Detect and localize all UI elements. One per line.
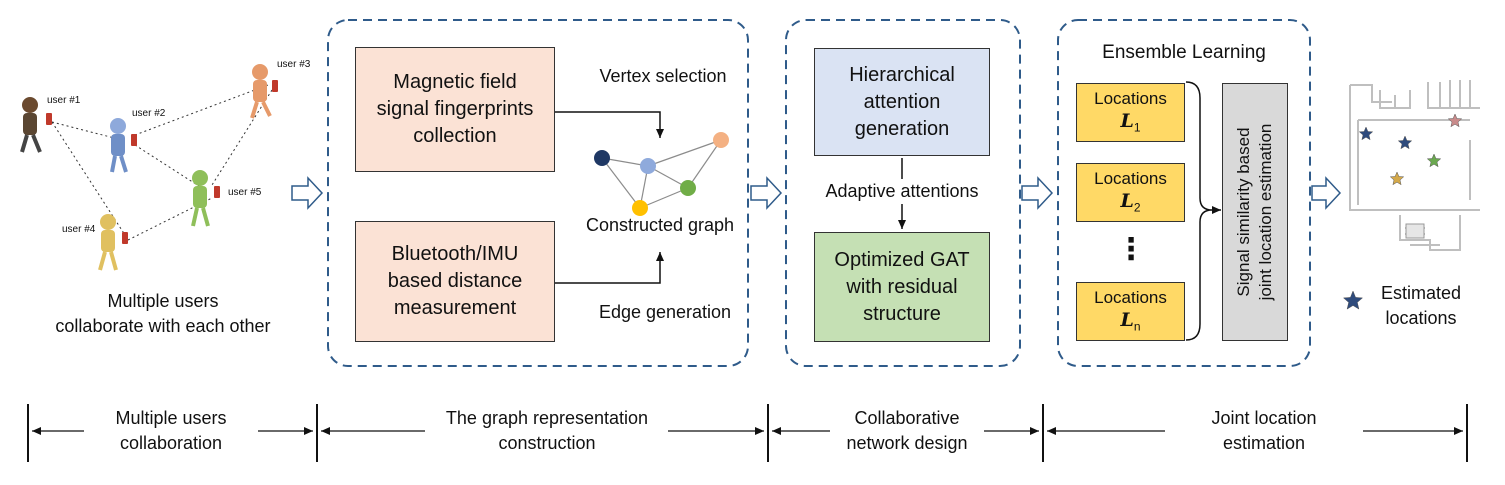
user-label-1: user #1 (47, 95, 81, 106)
legend-star-icon (1342, 290, 1364, 310)
constructed-graph (594, 132, 729, 216)
flow-arrow-1 (291, 176, 324, 210)
users-caption-line1: Multiple users (107, 291, 219, 311)
constructed-graph-label: Constructed graph (585, 215, 735, 235)
bluetooth-imu-box: Bluetooth/IMU based distance measurement (355, 221, 555, 342)
stage-line1: Multiple users (115, 408, 227, 428)
locations-box-2: Locations L2 (1076, 163, 1185, 222)
locations-symbol-1: L1 (1077, 110, 1184, 138)
stage-dividers (27, 404, 1468, 462)
box-line: Bluetooth/IMU (391, 243, 519, 265)
joint-estimation-box: Signal similarity based joint location e… (1222, 83, 1288, 341)
ensemble-title: Ensemble Learning (1102, 42, 1266, 63)
graph-node (632, 200, 648, 216)
box-line: Signal similarity based (1234, 127, 1253, 297)
stage-label-2: The graph representation construction (427, 406, 667, 456)
box-line: with residual (846, 275, 958, 298)
stage-label-4: Joint location estimation (1167, 406, 1361, 456)
vertex-selection-label: Vertex selection (599, 66, 727, 86)
joint-estimation-text: Signal similarity based joint location e… (1233, 124, 1277, 301)
graph-node (680, 180, 696, 196)
adaptive-attentions-label: Adaptive attentions (812, 179, 992, 204)
estimated-location-star-icon (1358, 126, 1374, 141)
box-line: Optimized GAT (834, 248, 970, 271)
user-label-5: user #5 (228, 187, 262, 198)
user-figure-1 (20, 97, 52, 153)
user-label-3: user #3 (277, 59, 311, 70)
box-line: joint location estimation (1256, 123, 1275, 301)
graph-node (594, 150, 610, 166)
users-caption: Multiple users collaborate with each oth… (40, 289, 286, 339)
box-line: attention (863, 90, 941, 113)
ensemble-brace (1185, 81, 1213, 341)
edge-generation-label: Edge generation (598, 302, 732, 322)
user-figure-2 (110, 118, 137, 173)
math-subscript: 1 (1133, 120, 1141, 135)
stage-line1: Collaborative (854, 408, 960, 428)
legend-line2: locations (1385, 308, 1457, 328)
stage-label-3: Collaborative network design (832, 406, 982, 456)
graph-section-container (327, 19, 749, 367)
estimated-location-star-icon (1447, 113, 1463, 128)
estimated-locations-label: Estimated locations (1366, 281, 1476, 331)
math-symbol: L (1120, 309, 1134, 331)
box-line: collection (413, 125, 497, 147)
estimated-location-star-icon (1389, 171, 1405, 186)
hierarchical-attention-box: Hierarchical attention generation (814, 48, 990, 156)
locations-label: Locations (1094, 89, 1167, 108)
box-line: signal fingerprints (376, 98, 534, 120)
optimized-gat-box: Optimized GAT with residual structure (814, 232, 990, 342)
flow-arrow-4 (1311, 176, 1342, 210)
math-symbol: L (1120, 110, 1134, 132)
ensemble-section-container (1057, 19, 1311, 367)
estimated-location-star-icon (1426, 153, 1442, 168)
user-figure-4 (98, 214, 128, 271)
network-section-container (785, 19, 1021, 367)
locations-box-n: Locations Ln (1076, 282, 1185, 341)
locations-symbol-2: L2 (1077, 190, 1184, 218)
vertex-selection-arrow (555, 111, 664, 138)
flow-arrow-3 (1021, 176, 1054, 210)
legend-line1: Estimated (1380, 283, 1462, 303)
math-subscript: 2 (1133, 200, 1141, 215)
math-subscript: n (1133, 319, 1141, 334)
user-figure-3 (250, 64, 278, 119)
user-label-4: user #4 (62, 224, 96, 235)
locations-box-1: Locations L1 (1076, 83, 1185, 142)
estimated-location-star-icon (1397, 135, 1413, 150)
box-line: structure (863, 302, 941, 325)
box-line: Hierarchical (849, 63, 955, 86)
stage-label-1: Multiple users collaboration (85, 406, 257, 456)
box-line: generation (854, 117, 950, 140)
graph-node (713, 132, 729, 148)
locations-symbol-n: Ln (1077, 309, 1184, 337)
box-line: based distance (387, 270, 523, 292)
edge-generation-arrow (555, 252, 664, 284)
box-line: measurement (393, 297, 517, 319)
flow-arrow-2 (750, 176, 783, 210)
stage-line2: collaboration (119, 433, 223, 453)
map-stairs (1405, 223, 1425, 239)
stage-line1: Joint location (1211, 408, 1317, 428)
ellipsis: ⋮ (1116, 233, 1146, 266)
user-links (51, 84, 273, 241)
locations-label: Locations (1094, 288, 1167, 307)
box-line: Magnetic field (393, 71, 517, 93)
stage-line2: construction (498, 433, 596, 453)
stage-line2: estimation (1222, 433, 1306, 453)
estimated-location-stars (1342, 113, 1463, 310)
stage-line1: The graph representation (445, 408, 649, 428)
math-symbol: L (1120, 190, 1134, 212)
user-label-2: user #2 (132, 108, 166, 119)
magnetic-fingerprint-box: Magnetic field signal fingerprints colle… (355, 47, 555, 172)
stage-line2: network design (846, 433, 968, 453)
locations-label: Locations (1094, 169, 1167, 188)
user-figure-5 (191, 170, 220, 227)
users-caption-line2: collaborate with each other (55, 316, 271, 336)
graph-node (640, 158, 656, 174)
